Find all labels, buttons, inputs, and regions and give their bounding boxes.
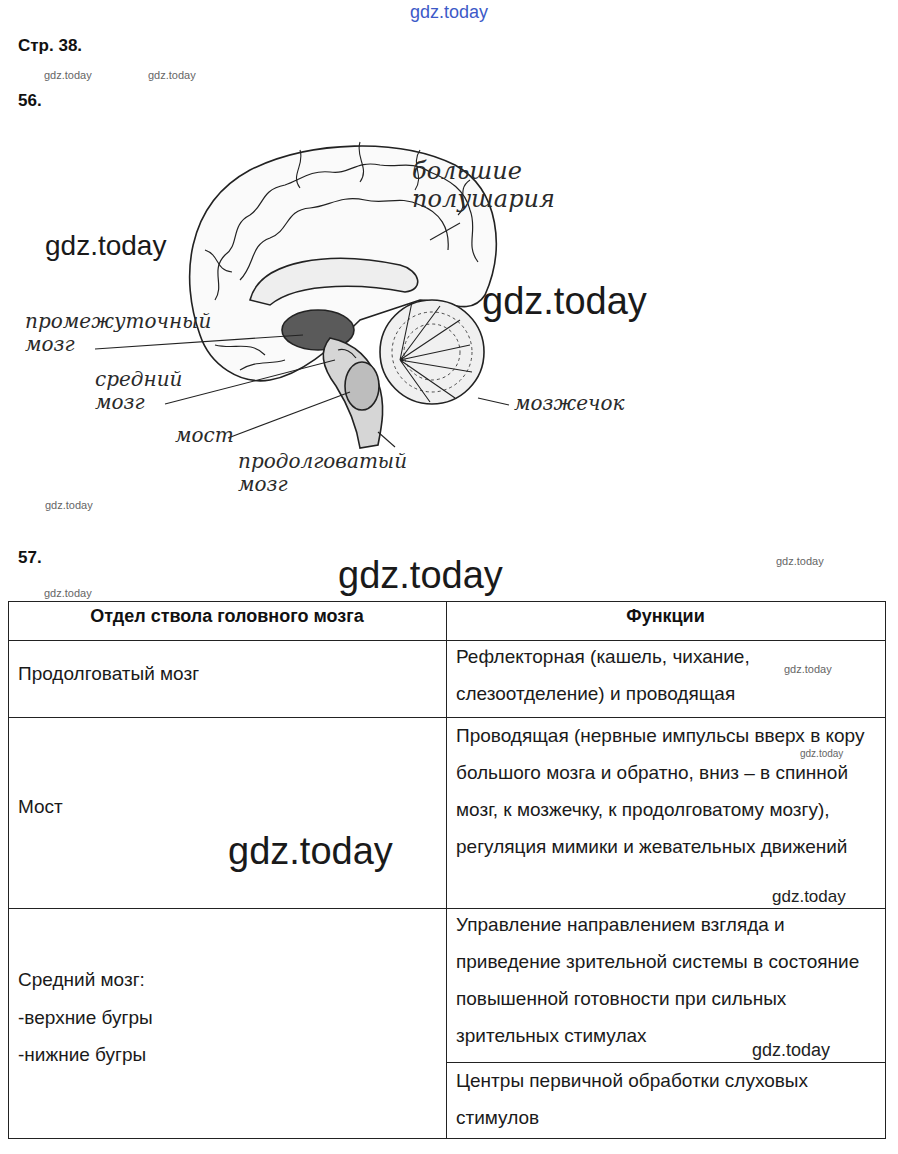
watermark: gdz.today — [410, 2, 488, 23]
table-rule — [8, 908, 885, 909]
watermark: gdz.today — [776, 555, 824, 567]
cerebellum-folia — [392, 312, 472, 392]
table-rule — [8, 717, 885, 718]
table-cell: Управление направлением взгляда и привед… — [456, 906, 878, 1054]
midbrain-line — [338, 349, 356, 358]
table-grid — [8, 601, 886, 1139]
table-rule — [8, 640, 885, 641]
watermark: gdz.today — [44, 587, 92, 599]
leader-line — [430, 223, 460, 240]
table-border — [9, 602, 886, 1139]
task-number: 57. — [18, 548, 42, 568]
watermark: gdz.today — [338, 554, 503, 597]
watermark: gdz.today — [752, 1040, 830, 1061]
watermark: gdz.today — [44, 69, 92, 81]
leader-line — [165, 360, 335, 404]
watermark: gdz.today — [800, 748, 843, 759]
page-heading: Стр. 38. — [18, 36, 82, 56]
gyri-line — [215, 345, 285, 370]
watermark: gdz.today — [482, 280, 647, 323]
watermark: gdz.today — [45, 230, 166, 262]
table-cell: -верхние бугры — [18, 999, 438, 1036]
watermark: gdz.today — [45, 499, 93, 511]
leader-line — [378, 432, 395, 447]
part-label: промежуточный мозг — [25, 310, 200, 356]
cerebellum-folia — [404, 324, 460, 380]
table-cell: Мост — [18, 788, 438, 825]
table-cell: Рефлекторная (кашель, чихание, слезоотде… — [456, 638, 878, 712]
table-cell: Центры первичной обработки слуховых стим… — [456, 1062, 878, 1136]
table-cell: Продолговатый мозг — [18, 655, 438, 692]
table-header: Функции — [446, 606, 885, 627]
part-label: большие полушария — [412, 158, 637, 213]
table-cell: Проводящая (нервные импульсы вверх в кор… — [456, 717, 878, 865]
part-label: мозжечок — [514, 392, 625, 415]
cerebellum-shape — [380, 300, 484, 404]
pons-shape — [345, 362, 379, 410]
watermark: gdz.today — [784, 663, 832, 675]
leader-line — [478, 398, 509, 405]
table-rule — [446, 601, 447, 1138]
leader-line — [95, 335, 303, 349]
table-rule — [446, 1062, 885, 1063]
table-cell: -нижние бугры — [18, 1036, 438, 1073]
corpus-callosum — [250, 258, 418, 305]
part-label: продолговатый мозг — [238, 450, 428, 496]
arbor-vitae — [400, 302, 472, 402]
watermark: gdz.today — [148, 69, 196, 81]
part-label: мост — [175, 424, 234, 447]
brainstem-shape — [323, 338, 382, 448]
leader-line — [228, 392, 350, 438]
watermark: gdz.today — [228, 830, 393, 873]
task-number: 56. — [18, 91, 42, 111]
part-label: средний мозг — [95, 368, 190, 414]
table-header: Отдел ствола головного мозга — [8, 606, 446, 627]
table-cell: Средний мозг: — [18, 961, 438, 998]
watermark: gdz.today — [772, 887, 846, 907]
